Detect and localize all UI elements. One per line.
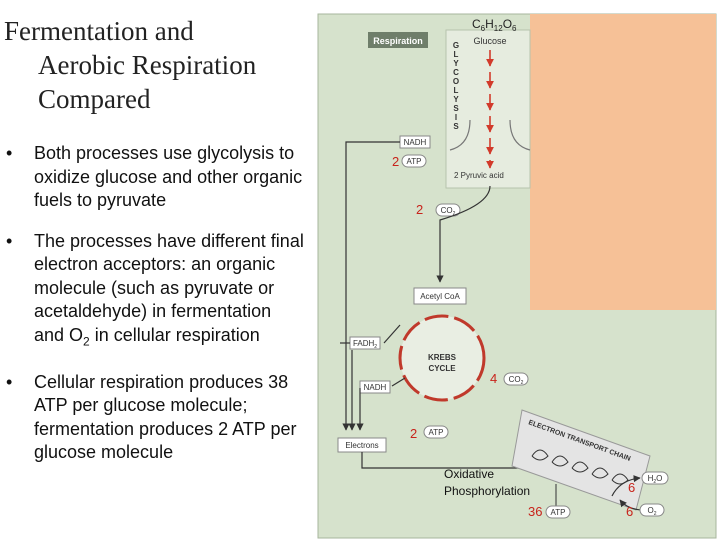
glucose-label: Glucose	[473, 36, 506, 46]
electrons-label: Electrons	[345, 441, 378, 450]
bullet-item: • The processes have different final ele…	[6, 230, 306, 354]
bullet-dot: •	[6, 371, 13, 392]
atp-krebs-box	[423, 425, 449, 439]
title-line-3: Compared	[38, 84, 151, 114]
co2-krebs-label: CO2	[509, 375, 524, 386]
svg-text:Y: Y	[453, 95, 459, 104]
krebs-line-2: CYCLE	[428, 364, 456, 373]
o2-label: O2	[647, 506, 656, 517]
respiration-label: Respiration	[373, 36, 423, 46]
atp-2-box	[401, 154, 427, 168]
oxidative-line-1: Oxidative	[444, 467, 494, 481]
krebs-line-1: KREBS	[428, 353, 457, 362]
respiration-diagram: C6H12O6 Respiration Glucose G L Y C O L …	[317, 13, 717, 539]
atp-36-count: 36	[528, 504, 542, 519]
title-line-2: Aerobic Respiration	[38, 50, 257, 80]
co2-box	[435, 203, 461, 217]
pyruvic-acid-label: 2 Pyruvic acid	[454, 171, 504, 180]
bullet-text: Cellular respiration produces 38 ATP per…	[34, 371, 297, 463]
h2o-curve	[611, 475, 641, 497]
h2o-box	[641, 471, 669, 485]
co2-count: 2	[416, 202, 423, 217]
acetyl-coa-label: Acetyl CoA	[420, 292, 460, 301]
nadh-top-label: NADH	[404, 138, 427, 147]
atp-36-label: ATP	[551, 508, 566, 517]
etc-band	[511, 409, 651, 511]
o2-box	[639, 503, 665, 517]
glycolysis-label: G L Y C O L Y S I S	[453, 41, 459, 131]
atp-2-count: 2	[392, 154, 399, 169]
etc-loops	[531, 449, 629, 485]
atp-krebs-count: 2	[410, 426, 417, 441]
bullet-dot: •	[6, 143, 13, 163]
fadh2-label: FADH2	[353, 339, 377, 350]
co2-krebs-box	[503, 372, 529, 386]
bullet-list: • Both processes use glycolysis to oxidi…	[6, 142, 306, 482]
svg-text:S: S	[453, 122, 459, 131]
atp-36-box	[545, 505, 571, 519]
svg-text:O: O	[453, 77, 459, 86]
electron-lines	[340, 141, 406, 431]
co2-label: CO2	[441, 206, 456, 217]
glycolysis-curve-right	[509, 119, 531, 151]
nadh-bottom-box	[359, 380, 391, 394]
h2o-label: H2O	[648, 474, 663, 485]
atp-krebs-label: ATP	[429, 428, 444, 437]
oxidative-line-2: Phosphorylation	[444, 484, 530, 498]
svg-text:C: C	[453, 68, 459, 77]
bullet-item: • Both processes use glycolysis to oxidi…	[6, 142, 306, 213]
bullet-dot: •	[6, 230, 13, 251]
svg-text:Y: Y	[453, 59, 459, 68]
svg-text:L: L	[454, 86, 459, 95]
slide-title: Fermentation and Aerobic Respiration Com…	[4, 14, 304, 116]
glycolysis-curve-left	[449, 119, 471, 151]
bullet-item: • Cellular respiration produces 38 ATP p…	[6, 371, 306, 465]
respiration-tag	[368, 32, 428, 48]
svg-text:I: I	[455, 113, 457, 122]
bullet-subscript: 2	[83, 334, 90, 349]
atp-2-label: ATP	[407, 157, 422, 166]
bullet-text: The processes have different final elect…	[34, 230, 304, 345]
title-line-1: Fermentation and	[4, 16, 194, 46]
o2-count: 6	[626, 504, 633, 519]
bullet-text-tail: in cellular respiration	[89, 324, 260, 345]
nadh-bottom-label: NADH	[364, 383, 387, 392]
electrons-to-etc-arrow	[361, 452, 541, 472]
svg-text:S: S	[453, 104, 459, 113]
svg-text:L: L	[454, 50, 459, 59]
krebs-cycle-ring	[398, 314, 486, 402]
svg-text:G: G	[453, 41, 459, 50]
acetyl-coa-box	[413, 287, 467, 305]
h2o-count: 6	[628, 480, 635, 495]
glucose-formula: C6H12O6	[472, 17, 517, 33]
pyruvate-to-acetyl-arrow	[436, 185, 491, 283]
bullet-text: Both processes use glycolysis to oxidize…	[34, 143, 303, 210]
cytoplasm-region	[530, 14, 716, 310]
co2-krebs-count: 4	[490, 371, 497, 386]
